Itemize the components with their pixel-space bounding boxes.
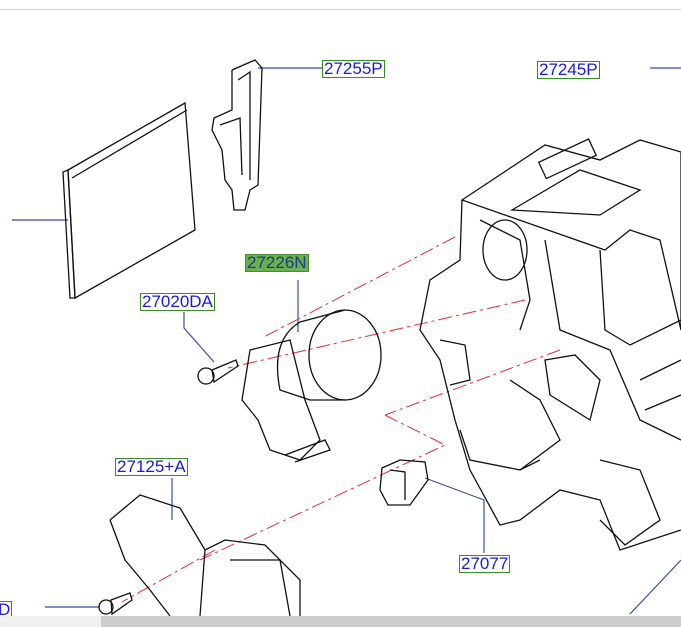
blower-resistor xyxy=(379,459,429,506)
leader-lines xyxy=(12,67,681,615)
part-label-27226N[interactable]: 27226N xyxy=(245,253,309,272)
filter-bracket xyxy=(211,59,263,211)
lower-cover xyxy=(109,494,301,617)
part-label-27077[interactable]: 27077 xyxy=(459,554,511,573)
top-divider xyxy=(0,9,681,10)
part-label-27245P[interactable]: 27245P xyxy=(537,60,600,79)
blower-motor xyxy=(241,309,382,463)
part-label-27020DA[interactable]: 27020DA xyxy=(140,292,215,311)
heater-blower-housing xyxy=(419,138,681,551)
screws xyxy=(98,359,239,616)
part-label-27125A[interactable]: 27125+A xyxy=(115,457,188,476)
cabin-filter xyxy=(62,101,196,300)
part-label-27255P[interactable]: 27255P xyxy=(322,59,385,78)
scrollbar-thumb[interactable] xyxy=(101,616,681,627)
